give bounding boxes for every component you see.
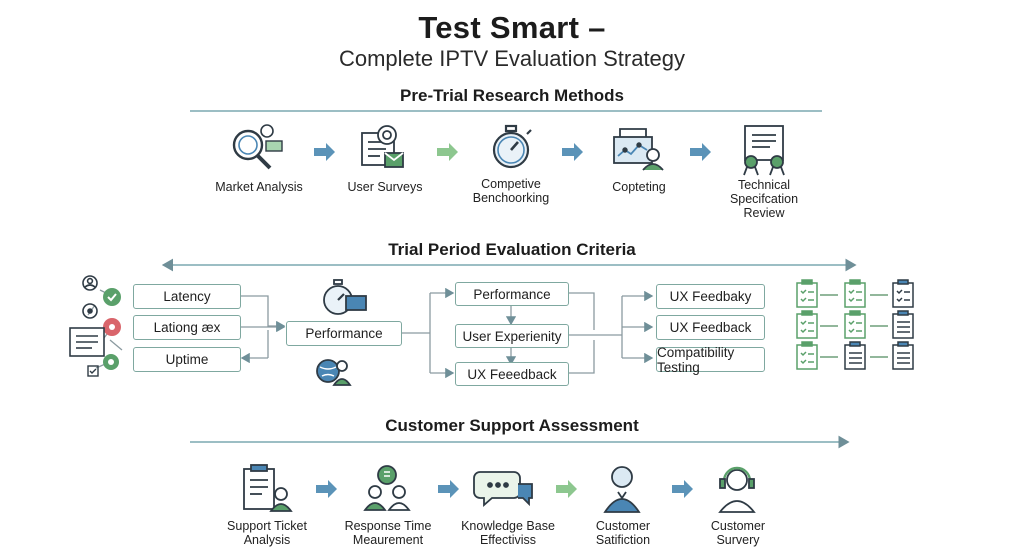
step-customer-survey: Customer Survery (710, 519, 766, 547)
alert-circle-icon (103, 318, 121, 336)
ticket-icon (243, 464, 293, 512)
stopwatch-icon (323, 279, 367, 315)
document-icon (69, 327, 105, 357)
checklist-icon (844, 310, 866, 339)
user-circle-icon (82, 275, 98, 291)
magnifier-icon (232, 124, 283, 170)
arrow-right-icon (562, 143, 583, 161)
arrow-right-icon (316, 480, 337, 498)
arrow-right-icon (437, 143, 458, 161)
check-circle-icon (103, 288, 121, 306)
survey-icon (361, 125, 404, 168)
arrow-right-icon (438, 480, 459, 498)
chat-bubbles-icon (473, 471, 533, 507)
checklist-icon (796, 279, 818, 308)
arrow-right-icon (556, 480, 577, 498)
criteria-lationg: Lationg æx (133, 315, 241, 340)
checklist-icon (892, 279, 914, 308)
checklist-icon (844, 279, 866, 308)
step-copteting: Copteting (612, 180, 666, 194)
checklist-icon (796, 310, 818, 339)
headset-agent-icon (718, 466, 756, 513)
checklist-icon (844, 341, 866, 370)
step-technical-spec-review: Technical Specifcation Review (729, 178, 799, 220)
criteria-uptime: Uptime (133, 347, 241, 372)
team-icon (363, 465, 411, 511)
criteria-ux-feedback: UX Feedback (656, 315, 765, 340)
step-knowledge-base: Knowledge Base Effectiviss (461, 519, 555, 547)
arrow-right-icon (690, 143, 711, 161)
page-subtitle: Complete IPTV Evaluation Strategy (338, 46, 686, 71)
criteria-user-experience: User Experienity (455, 324, 569, 348)
node-circle-icon (82, 303, 98, 319)
arrow-right-icon (672, 480, 693, 498)
criteria-ux-feedback-middle: UX Feeedback (455, 362, 569, 386)
criteria-ux-feedbaky: UX Feedbaky (656, 284, 765, 309)
checklist-icon (892, 310, 914, 339)
support-heading: Customer Support Assessment (385, 416, 639, 435)
checklist-icon (892, 341, 914, 370)
stopwatch-icon (492, 124, 532, 169)
globe-user-icon (316, 359, 352, 386)
step-customer-satisfaction: Customer Satifiction (595, 519, 651, 547)
checklist-icon (796, 341, 818, 370)
criteria-latency: Latency (133, 284, 241, 309)
step-user-surveys: User Surveys (347, 180, 423, 194)
criteria-performance: Performance (455, 282, 569, 306)
step-market-analysis: Market Analysis (215, 180, 303, 194)
checkbox-icon (87, 365, 99, 377)
step-support-ticket-analysis: Support Ticket Analysis (227, 519, 307, 547)
presentation-icon (613, 128, 664, 171)
arrow-right-icon (314, 143, 335, 161)
step-response-time: Response Time Meaurement (344, 519, 432, 547)
criteria-performance-center: Performance (286, 321, 402, 346)
certificate-icon (743, 125, 785, 176)
step-competitive-benchmarking: Competive Benchoorking (472, 177, 550, 205)
page-title: Test Smart – (418, 10, 606, 45)
pre-trial-heading: Pre-Trial Research Methods (400, 86, 624, 105)
customer-icon (603, 466, 641, 513)
trial-heading: Trial Period Evaluation Criteria (388, 240, 636, 259)
node-green-icon (103, 354, 119, 370)
criteria-compatibility-testing: Compatibility Testing (656, 345, 765, 375)
